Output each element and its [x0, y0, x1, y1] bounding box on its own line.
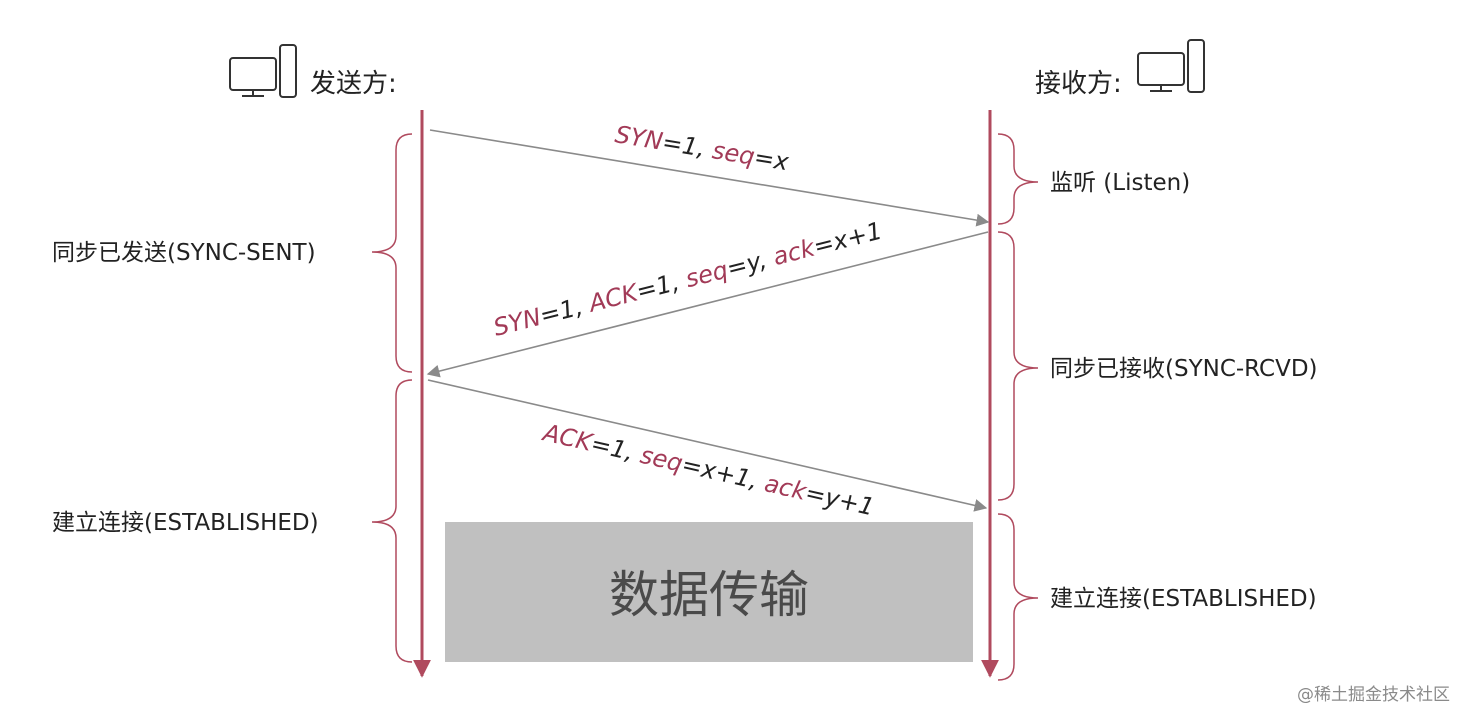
message-field-value: =x+1: [811, 217, 885, 261]
message-field-value: =1,: [588, 429, 644, 468]
message-field-value: =1,: [537, 291, 593, 331]
message-field-value: =x: [752, 143, 791, 176]
data-transfer-label: 数据传输: [609, 566, 809, 624]
sender-state-label: 同步已发送(SYNC-SENT): [52, 240, 316, 266]
receiver-label: 接收方:: [1035, 69, 1122, 99]
sender-state-brace-syn-sent: [371, 133, 413, 373]
message-field-name: seq: [710, 136, 756, 171]
message-field-name: SYN: [613, 120, 665, 155]
message-field-value: =y,: [724, 244, 777, 283]
receiver-state-brace-listen: [997, 133, 1039, 225]
message-arrow-syn: [429, 129, 990, 227]
watermark: @稀土掘金技术社区: [1297, 685, 1450, 705]
sender-label: 发送方:: [310, 69, 397, 99]
sender-computer-icon: [229, 44, 297, 98]
receiver-state-brace-syn-rcvd: [997, 231, 1039, 501]
message-field-name: ack: [762, 469, 810, 506]
receiver-state-label: 建立连接(ESTABLISHED): [1050, 586, 1317, 612]
message-arrow-ack: [427, 379, 988, 512]
message-field-name: seq: [683, 256, 731, 294]
message-field-name: SYN: [491, 303, 544, 342]
message-field-value: =x+1,: [679, 450, 768, 496]
data-transfer-box: [445, 522, 973, 662]
receiver-state-brace-established: [997, 513, 1039, 681]
message-field-name: ACK: [584, 278, 642, 318]
message-field-name: seq: [638, 441, 686, 478]
receiver-computer-icon: [1137, 39, 1205, 93]
message-label-ack: ACK=1, seq=x+1, ack=y+1: [539, 418, 877, 521]
receiver-state-label: 监听 (Listen): [1050, 170, 1190, 196]
sender-state-label: 建立连接(ESTABLISHED): [52, 510, 319, 536]
message-field-value: =1,: [634, 266, 690, 306]
message-arrow-syn-ack: [426, 231, 989, 378]
receiver-state-label: 同步已接收(SYNC-RCVD): [1050, 356, 1318, 382]
message-field-value: =1,: [660, 128, 714, 164]
message-label-syn-ack: SYN=1, ACK=1, seq=y, ack=x+1: [491, 217, 885, 342]
message-field-name: ACK: [539, 418, 597, 457]
message-field-value: =y+1: [803, 479, 877, 522]
sender-state-brace-established: [371, 379, 413, 663]
message-label-syn: SYN=1, seq=x: [613, 120, 791, 176]
